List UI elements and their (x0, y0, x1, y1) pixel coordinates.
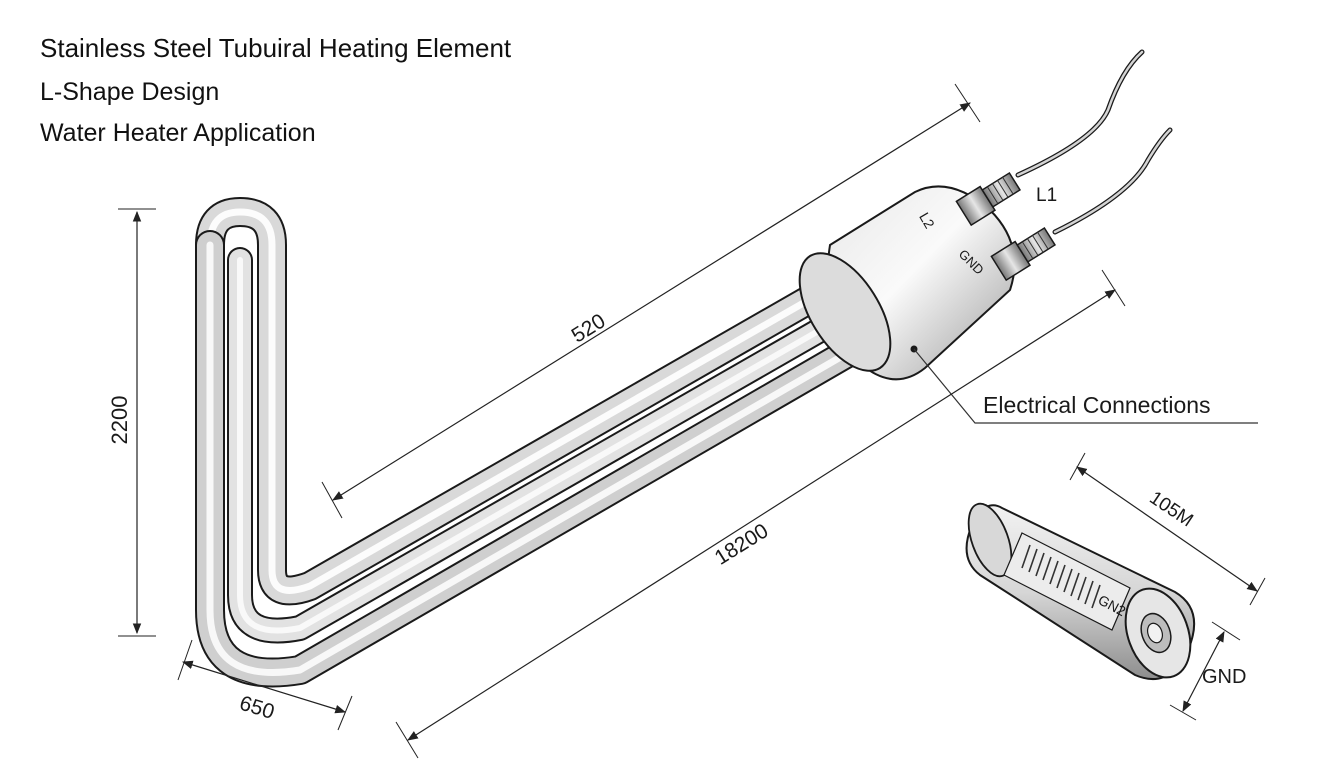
terminal-label-l1: L1 (1036, 185, 1057, 206)
heating-tube-assembly (195, 197, 885, 688)
cutaway-detail: GN2 (965, 502, 1196, 680)
electrical-connections-label: Electrical Connections (983, 392, 1211, 418)
dimension-vertical: 2200 (107, 208, 156, 637)
lead-wires (1015, 49, 1173, 235)
dimension-label-leg: 520 (568, 309, 610, 347)
diagram-subtitle-shape: L-Shape Design (40, 78, 220, 106)
diagram-title: Stainless Steel Tubuiral Heating Element (40, 33, 512, 63)
dimension-label-detail: 105M (1146, 487, 1197, 531)
dimension-label-overall: 18200 (711, 519, 773, 569)
dimension-label-height: 2200 (107, 396, 132, 445)
electrical-connections-callout: Electrical Connections (913, 348, 1258, 424)
detail-label-gnd: GND (1202, 666, 1246, 688)
dimension-detail-gnd: GND (1169, 621, 1246, 721)
diagram-subtitle-application: Water Heater Application (40, 119, 316, 147)
dimension-label-base: 650 (237, 692, 277, 724)
